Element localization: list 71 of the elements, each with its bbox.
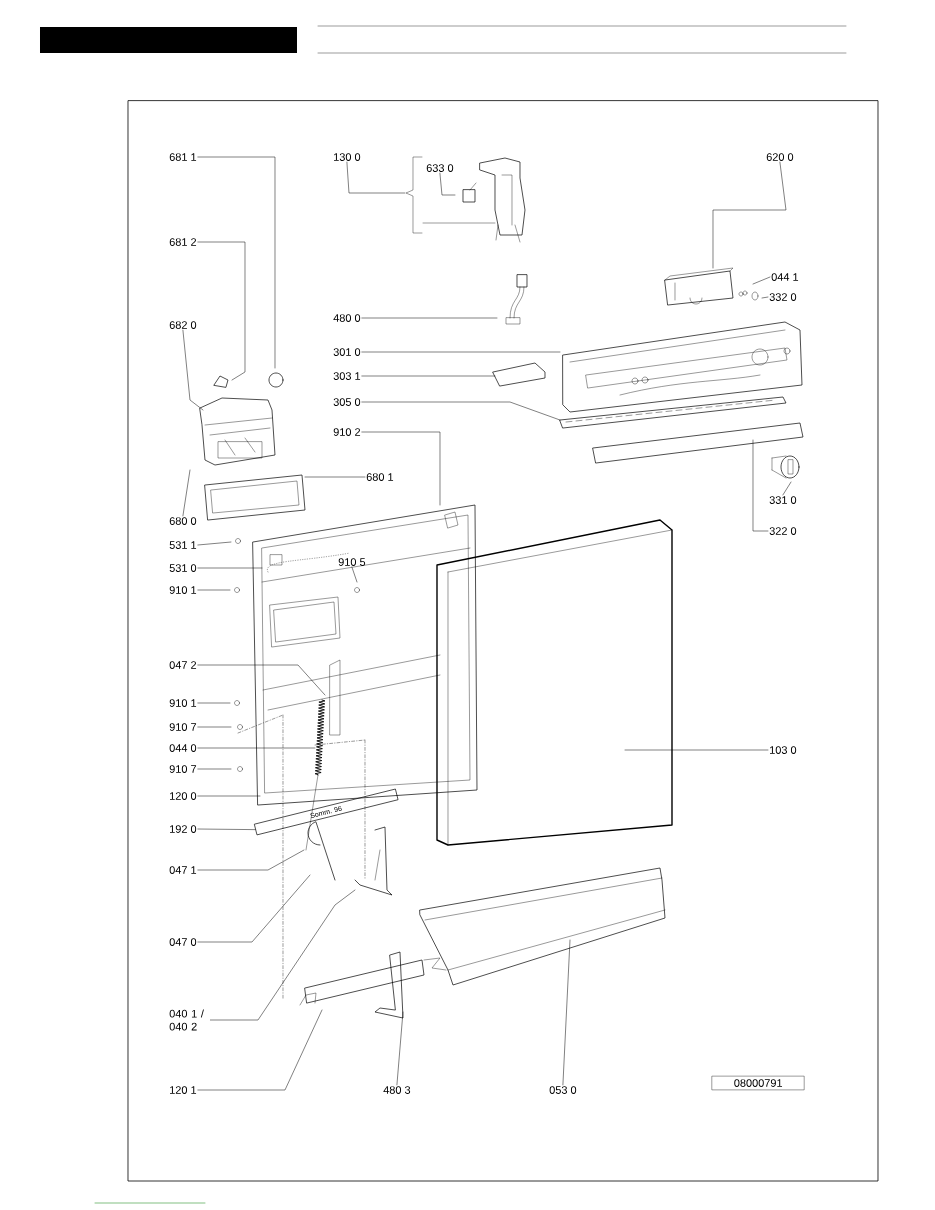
callout-number: 680 1 (366, 473, 394, 481)
callout-number: 620 0 (766, 153, 794, 161)
leader-line (752, 276, 771, 285)
callout-number: 130 0 (334, 153, 361, 161)
leader-line (182, 469, 191, 517)
callout-number: 053 0 (549, 1086, 577, 1094)
callout-number: 192 0 (170, 825, 197, 833)
callout-number: 910 1 (169, 586, 197, 594)
leader-line (712, 161, 787, 269)
leader-line (361, 431, 441, 506)
callout-number: 480 3 (383, 1086, 411, 1094)
callout-number: 680 0 (169, 517, 197, 525)
callout-number: 910 7 (169, 723, 197, 731)
leader-line (624, 749, 769, 751)
leader-line (782, 481, 792, 496)
leader-line (197, 768, 232, 770)
leader-line (346, 161, 406, 194)
callout-number: 047 1 (169, 866, 197, 874)
leader-line (197, 156, 276, 369)
leader-line (197, 241, 246, 381)
callout-number: 120 0 (170, 792, 197, 800)
leader-line (752, 439, 769, 532)
callout-number: 682 0 (169, 321, 197, 329)
leader-line (197, 874, 311, 943)
callout-number: 910 7 (169, 765, 197, 773)
callout-number: 331 0 (769, 496, 797, 504)
callout-number: 322 0 (769, 527, 797, 535)
leader-line (197, 726, 232, 728)
leader-line (361, 351, 561, 353)
callout-number: 531 0 (169, 564, 197, 572)
leader-line (197, 702, 231, 704)
leader-line (304, 476, 366, 478)
leader-line (562, 939, 571, 1086)
leader-line (197, 849, 305, 871)
callout-number: 910 5 (338, 558, 366, 566)
drawing-number-box: 08000791 (712, 1075, 805, 1091)
leader-line (197, 828, 256, 830)
leader-line (361, 375, 496, 377)
callout-number: 480 0 (333, 314, 361, 322)
callout-number: 332 0 (769, 293, 797, 301)
callout-number: 681 1 (169, 153, 197, 161)
callout-number: 301 0 (333, 348, 361, 356)
callout-number: 103 0 (770, 746, 797, 754)
callout-number: 303 1 (333, 372, 361, 380)
callout-number: 044 0 (169, 744, 197, 752)
callout-number: 047 2 (169, 661, 197, 669)
leader-line (197, 747, 316, 749)
callout-number: 910 1 (169, 699, 197, 707)
leader-line (197, 567, 263, 569)
callout-number: 120 1 (170, 1086, 197, 1094)
leader-line (197, 664, 326, 696)
callout-number: 633 0 (426, 164, 454, 172)
callout-number: 040 1 / 040 2 (169, 1009, 204, 1031)
callout-number: 305 0 (333, 398, 361, 406)
leader-line (361, 317, 498, 319)
leader-line (396, 1011, 404, 1086)
leader-line (197, 541, 232, 546)
leader-line (210, 889, 356, 1021)
leader-line (761, 296, 769, 299)
leader-line (439, 172, 456, 196)
callout-number: 044 1 (771, 273, 799, 281)
leader-line (197, 589, 231, 591)
callout-number: 531 1 (169, 541, 197, 549)
leader-line (197, 795, 261, 797)
leader-line (351, 566, 358, 583)
callout-number: 910 2 (333, 428, 361, 436)
leader-line (182, 329, 204, 411)
leader-line (197, 1009, 323, 1091)
callout-number: 047 0 (169, 938, 197, 946)
leader-line (361, 401, 561, 421)
callout-number: 681 2 (169, 238, 197, 246)
